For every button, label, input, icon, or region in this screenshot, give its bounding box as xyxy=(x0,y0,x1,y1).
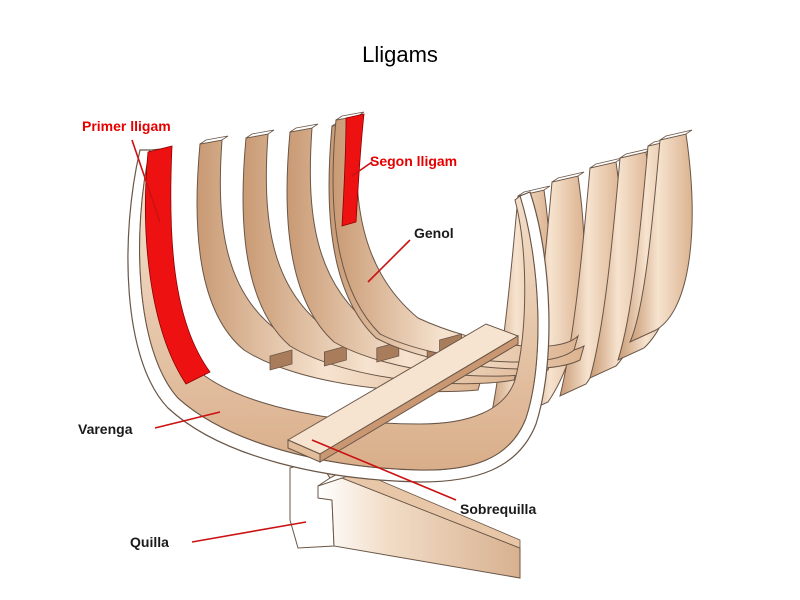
label-sobrequilla: Sobrequilla xyxy=(460,501,536,517)
frame-timber xyxy=(332,115,580,363)
frame-top xyxy=(289,123,319,133)
label-quilla: Quilla xyxy=(130,534,169,550)
leader-segon-lligam xyxy=(351,161,373,177)
frame-top xyxy=(659,129,693,141)
leader-primer-lligam xyxy=(131,139,161,223)
leader-sobrequilla xyxy=(311,439,457,501)
frame-timber xyxy=(629,133,693,344)
second-futtock-highlight xyxy=(341,113,365,227)
keelson xyxy=(286,323,520,463)
front-frame xyxy=(127,147,550,483)
frame-top xyxy=(199,135,229,145)
right-frame xyxy=(629,129,693,344)
keel xyxy=(289,455,521,579)
leader-varenga xyxy=(154,411,221,429)
left-frame xyxy=(242,129,519,385)
frame-chock xyxy=(269,349,293,371)
leader-lines xyxy=(131,139,457,543)
leader-quilla xyxy=(191,521,307,543)
frame-timber xyxy=(286,127,553,377)
frame-top xyxy=(245,129,275,139)
frame-chock xyxy=(324,345,347,367)
label-segon-lligam: Segon lligam xyxy=(370,153,457,169)
left-side-frames xyxy=(196,111,585,393)
diagram-title: Lligams xyxy=(362,42,438,67)
frame-top xyxy=(551,171,585,183)
label-varenga: Varenga xyxy=(78,421,133,437)
left-frame xyxy=(286,123,553,377)
label-genol: Genol xyxy=(414,225,454,241)
label-primer-lligam: Primer lligam xyxy=(82,118,171,134)
first-futtock-highlight xyxy=(145,145,211,385)
leader-genol xyxy=(367,239,411,283)
